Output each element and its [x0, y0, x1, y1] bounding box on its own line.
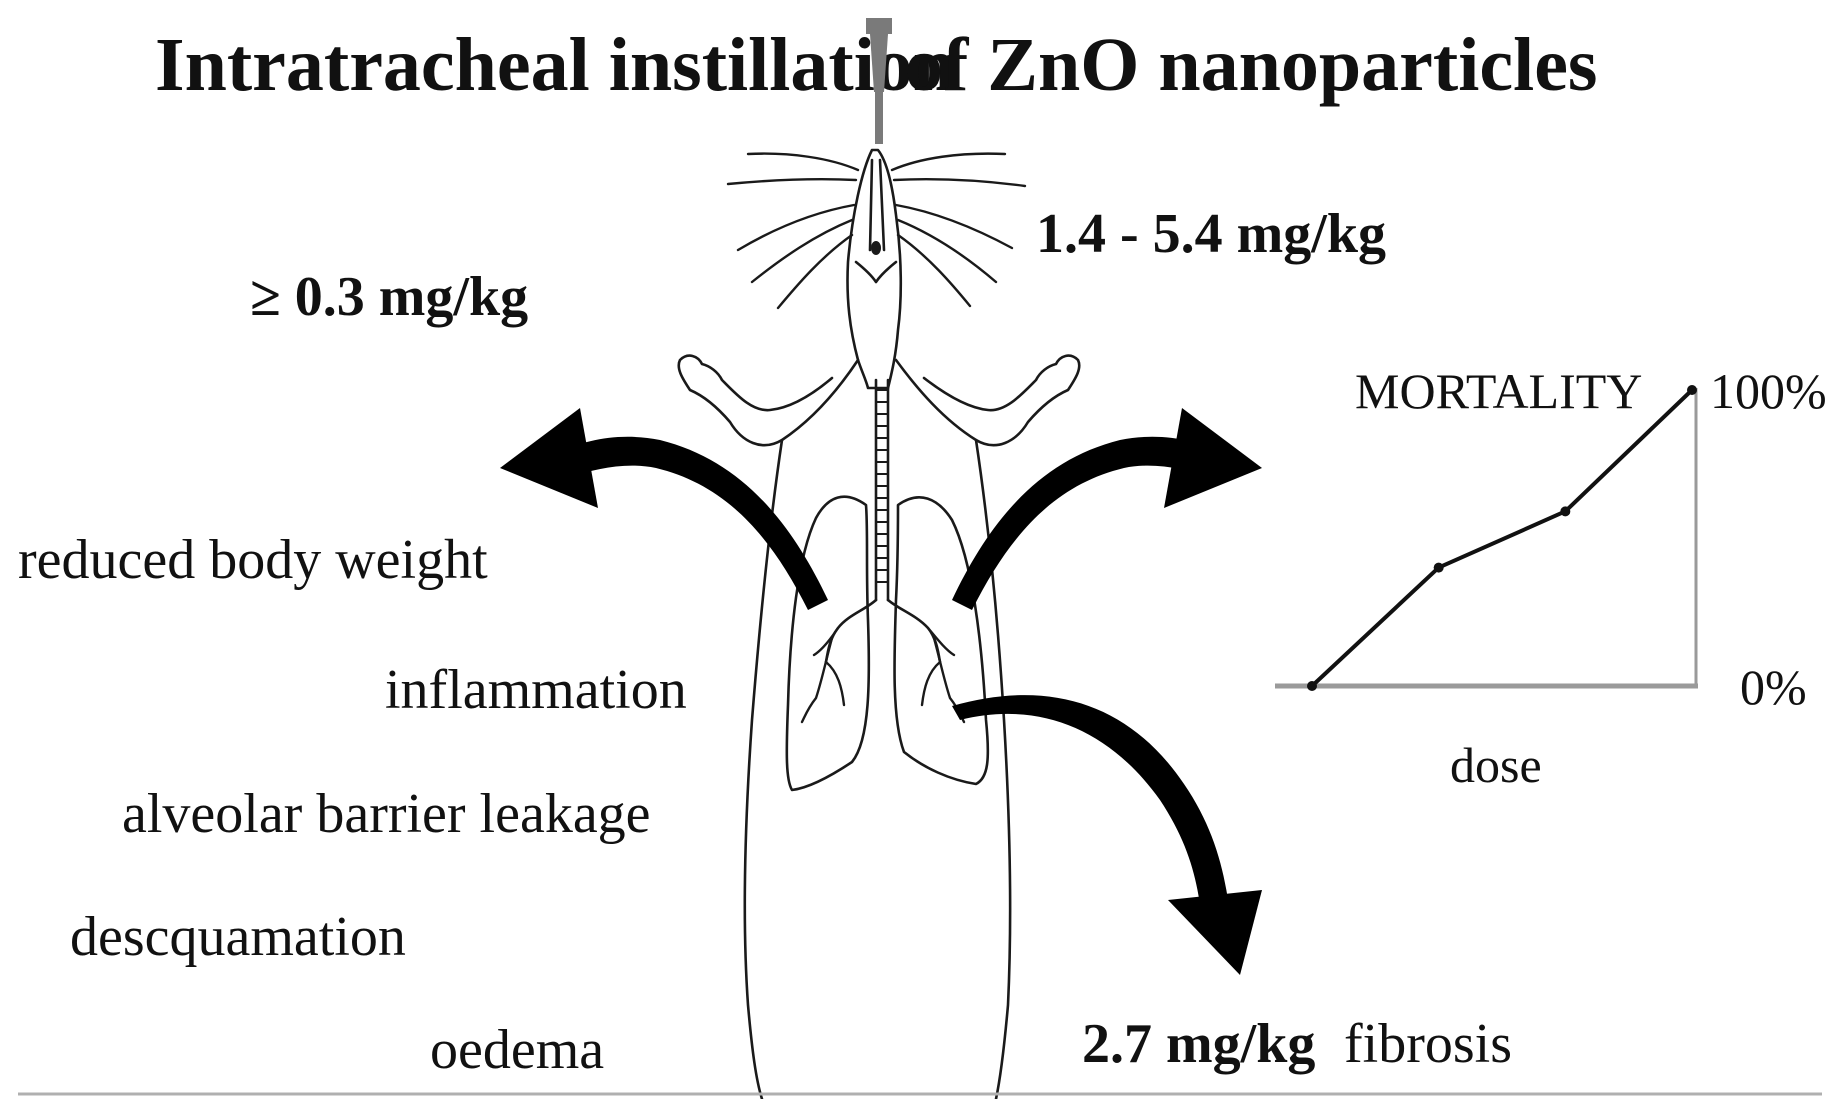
mortality-point-1	[1433, 562, 1444, 573]
chart-title: MORTALITY	[1355, 363, 1642, 419]
arrow-down-fibrosis	[952, 695, 1262, 975]
mortality-point-3	[1687, 385, 1697, 395]
effect-oedema: oedema	[430, 1019, 604, 1081]
syringe-icon	[866, 18, 892, 144]
trachea	[874, 378, 890, 602]
title-right: of ZnO nanoparticles	[905, 23, 1598, 107]
y-tick-label-100: 100%	[1710, 363, 1827, 419]
chart-marks	[1307, 385, 1697, 691]
effect-reduced-body-weight: reduced body weight	[18, 529, 488, 591]
dose-fibrosis-label: 2.7 mg/kg	[1082, 1013, 1315, 1075]
y-tick-label-0: 0%	[1740, 659, 1807, 715]
title-left: Intratracheal instillation	[155, 23, 955, 107]
mortality-point-2	[1560, 506, 1571, 517]
mortality-chart: MORTALITY 100% 0% dose	[1275, 363, 1827, 793]
effect-fibrosis: fibrosis	[1344, 1013, 1512, 1075]
arrow-right-mortality	[952, 408, 1262, 610]
rat-illustration	[677, 148, 1081, 1101]
effect-alveolar-barrier-leakage: alveolar barrier leakage	[122, 783, 651, 845]
dose-low-label: ≥ 0.3 mg/kg	[250, 266, 528, 328]
x-axis-label: dose	[1450, 737, 1542, 793]
arrow-left-effects	[500, 408, 828, 610]
mortality-point-0	[1307, 681, 1317, 691]
mortality-series-line	[1310, 388, 1694, 688]
dose-mortality-label: 1.4 - 5.4 mg/kg	[1036, 203, 1386, 265]
effect-descquamation: descquamation	[70, 906, 406, 968]
effect-inflammation: inflammation	[385, 659, 687, 721]
lungs	[785, 495, 990, 792]
